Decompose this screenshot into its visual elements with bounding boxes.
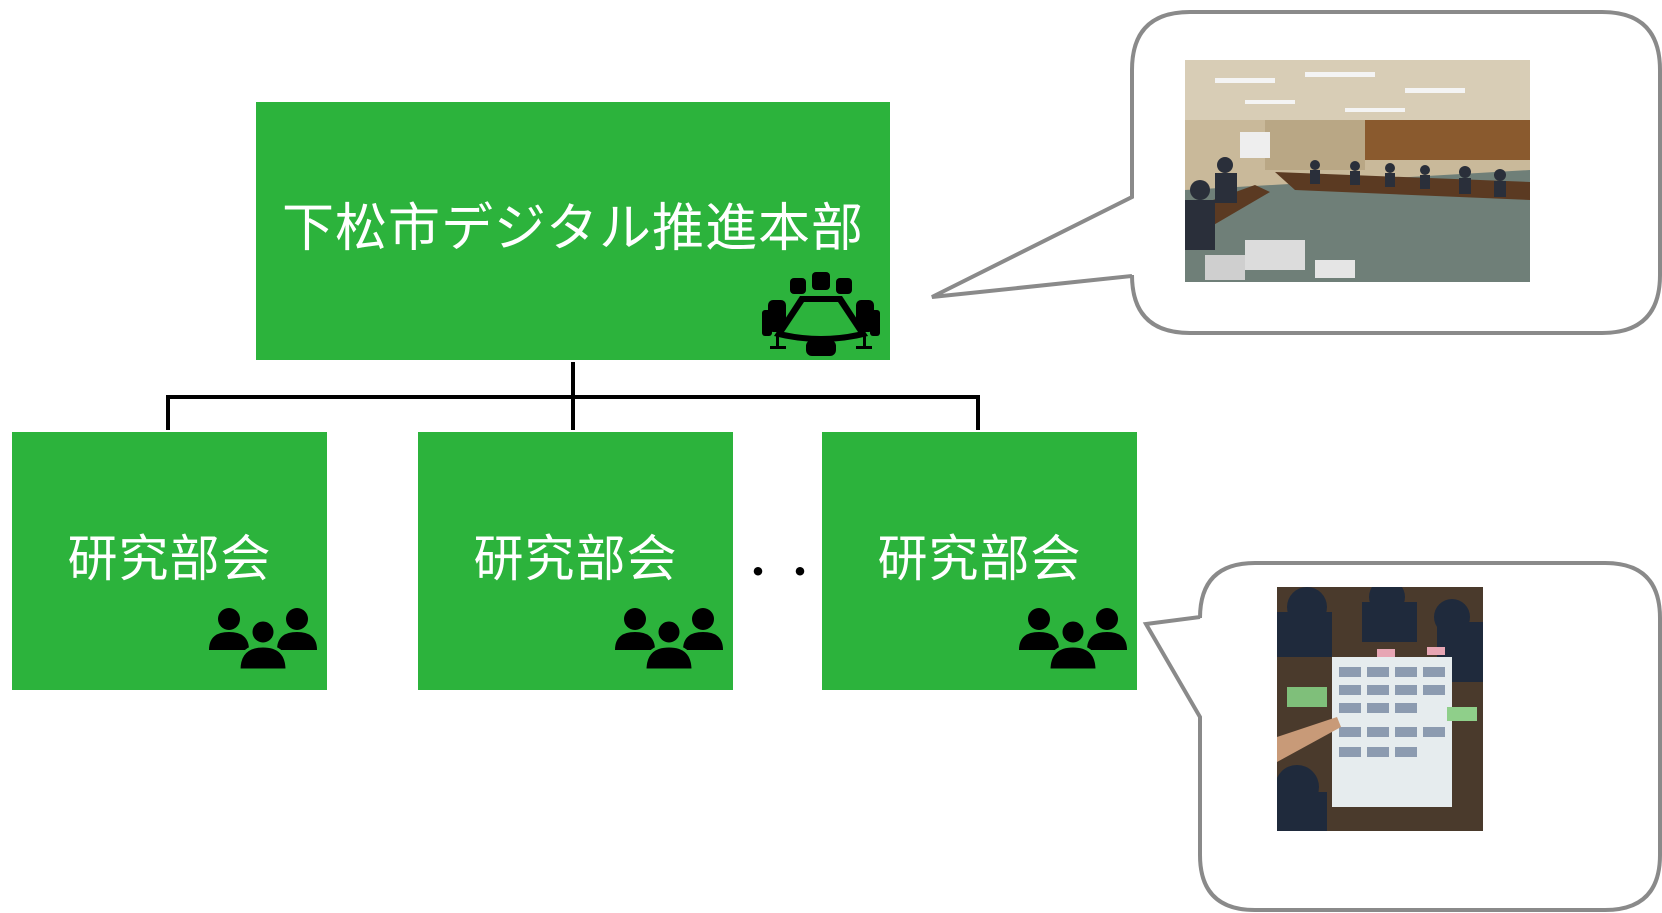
workshop-photo bbox=[1277, 587, 1483, 831]
subcommittee-box-2: 研究部会 bbox=[418, 432, 733, 690]
subcommittee-label: 研究部会 bbox=[67, 530, 272, 588]
group-icon bbox=[209, 608, 317, 672]
subcommittee-label: 研究部会 bbox=[877, 530, 1082, 588]
headquarters-box: 下松市デジタル推進本部 bbox=[256, 102, 890, 360]
meeting-room-photo bbox=[1185, 60, 1530, 282]
group-icon bbox=[615, 608, 723, 672]
group-icon bbox=[1019, 608, 1127, 672]
subcommittee-label: 研究部会 bbox=[473, 530, 678, 588]
ellipsis: ・・・ bbox=[738, 550, 864, 596]
conference-table-icon bbox=[762, 272, 880, 356]
headquarters-label: 下松市デジタル推進本部 bbox=[282, 198, 864, 259]
org-connectors bbox=[166, 362, 980, 430]
subcommittee-box-3: 研究部会 bbox=[822, 432, 1137, 690]
subcommittee-box-1: 研究部会 bbox=[12, 432, 327, 690]
